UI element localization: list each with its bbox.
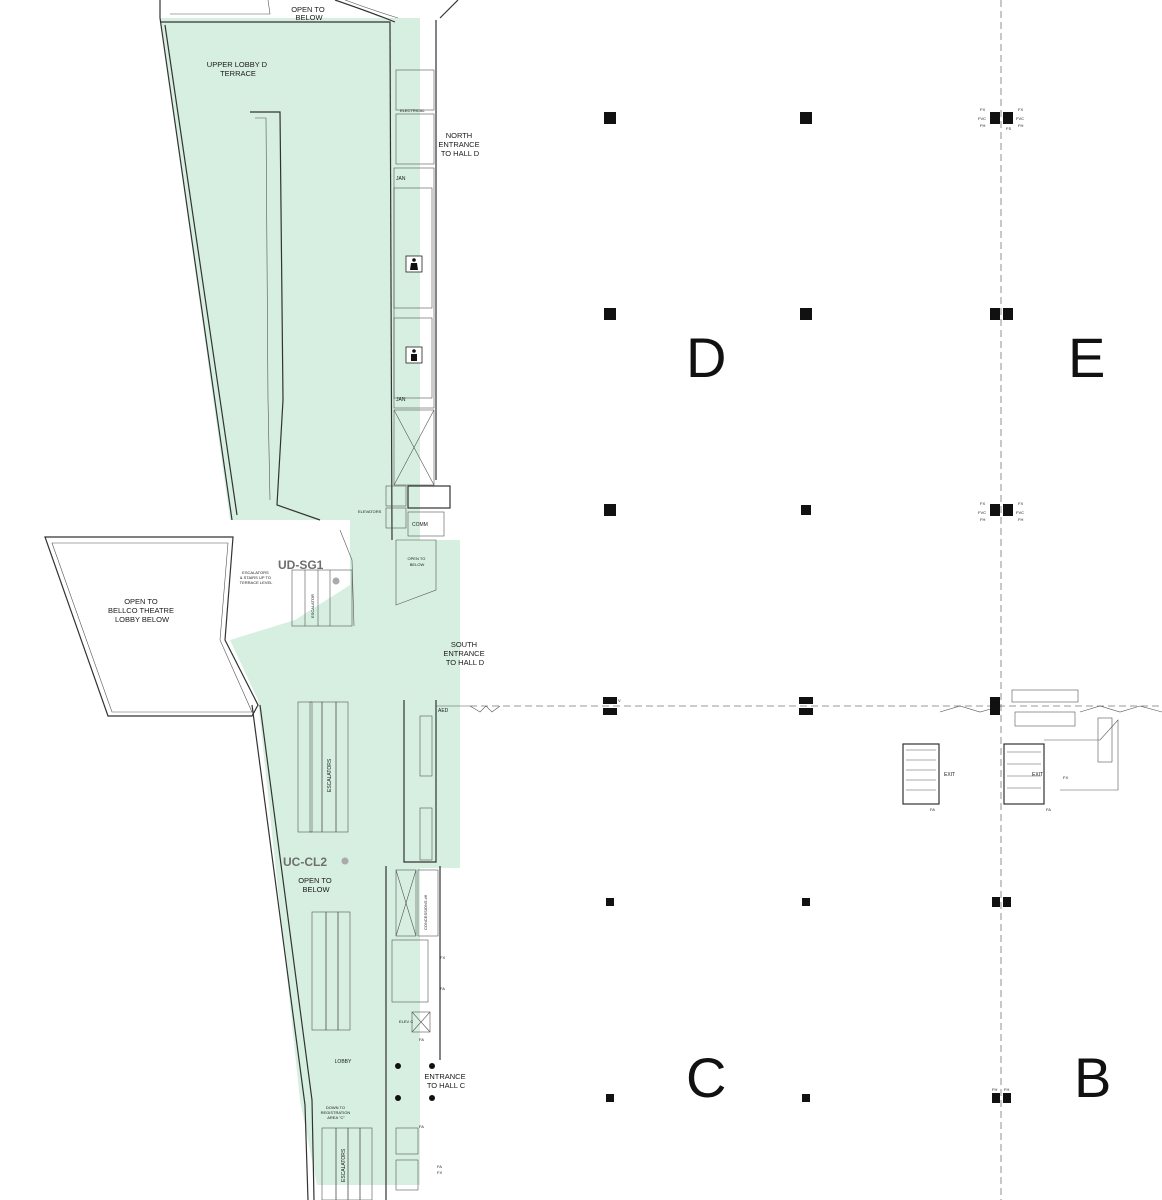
- svg-text:FA: FA: [930, 807, 935, 812]
- svg-text:FX: FX: [1018, 107, 1023, 112]
- svg-text:V: V: [618, 698, 621, 703]
- svg-text:FX: FX: [980, 107, 985, 112]
- comm-room-label: COMM: [412, 522, 428, 528]
- column: [1003, 112, 1013, 124]
- elev-c-label: ELEV C: [399, 1019, 413, 1024]
- electrical-room-label: ELECTRICAL: [400, 108, 425, 113]
- svg-text:FVC: FVC: [1016, 116, 1024, 121]
- escalators-mid-label: ESCALATORS: [327, 758, 333, 792]
- column: [801, 505, 811, 515]
- column: [799, 697, 813, 704]
- south-entrance-hall-d-label: SOUTH ENTRANCE TO HALL D: [443, 640, 486, 667]
- down-to-registration-label: DOWN TO REGISTRATION AREA "C": [321, 1105, 352, 1120]
- column: [990, 697, 1000, 715]
- column: [604, 504, 616, 516]
- column: [1003, 1093, 1011, 1103]
- column-round: [395, 1063, 401, 1069]
- column: [1003, 504, 1013, 516]
- escalators-bottom-label: ESCALATORS: [341, 1148, 347, 1182]
- hall-label-b: B: [1074, 1046, 1111, 1109]
- svg-text:FH: FH: [1004, 1087, 1009, 1092]
- upper-lobby-zone: [160, 18, 460, 1185]
- svg-text:FX: FX: [980, 501, 985, 506]
- svg-text:FX: FX: [1063, 775, 1068, 780]
- exit-label-right: EXIT: [1032, 772, 1043, 778]
- svg-text:FX: FX: [440, 955, 445, 960]
- concessions-label: CONCESSIONS #6: [423, 894, 428, 930]
- aed-label: AED: [438, 708, 449, 714]
- svg-text:FA: FA: [440, 986, 445, 991]
- location-code-uc-cl2: UC-CL2: [283, 855, 327, 869]
- upper-lobby-terrace-label: UPPER LOBBY D TERRACE: [207, 60, 269, 78]
- restroom-women-icon: [405, 255, 423, 273]
- open-to-below-mid-label: OPEN TO BELOW: [298, 876, 334, 894]
- svg-text:FA: FA: [1046, 807, 1051, 812]
- column: [802, 1094, 810, 1102]
- svg-text:FA: FA: [419, 1124, 424, 1129]
- escalators-stairs-note: ESCALATORS & STAIRS UP TO TERRACE LEVEL: [240, 570, 273, 585]
- column: [606, 898, 614, 906]
- survey-point-marker: [332, 577, 340, 585]
- column-round: [429, 1095, 435, 1101]
- column: [800, 308, 812, 320]
- column-round: [429, 1063, 435, 1069]
- svg-text:FVC: FVC: [978, 510, 986, 515]
- north-entrance-hall-d-label: NORTH ENTRANCE TO HALL D: [438, 131, 481, 158]
- open-to-bellco-label: OPEN TO BELLCO THEATRE LOBBY BELOW: [108, 597, 176, 624]
- column: [1003, 308, 1013, 320]
- open-to-below-small-label: OPEN TO BELOW: [408, 556, 427, 567]
- exit-label-left: EXIT: [944, 772, 955, 778]
- column: [992, 897, 1000, 907]
- jan-room-label-top: JAN: [396, 176, 406, 182]
- svg-text:FA: FA: [437, 1164, 442, 1169]
- column: [603, 708, 617, 715]
- fire-equipment-labels: FX FVC FH FX FVC FH FS FX FVC FH FX FVC …: [419, 107, 1068, 1175]
- svg-text:FX: FX: [1018, 501, 1023, 506]
- svg-text:FH: FH: [980, 123, 985, 128]
- hall-label-d: D: [686, 326, 726, 389]
- svg-text:FH: FH: [1018, 123, 1023, 128]
- jan-room-label-bottom: JAN: [396, 397, 406, 403]
- survey-point-marker: [341, 857, 349, 865]
- restroom-men-icon: [405, 346, 423, 364]
- column: [802, 898, 810, 906]
- building-walls: [44, 0, 1162, 1200]
- svg-text:FH: FH: [992, 1087, 997, 1092]
- svg-text:FVC: FVC: [978, 116, 986, 121]
- column: [799, 708, 813, 715]
- hall-label-c: C: [686, 1046, 726, 1109]
- column: [604, 308, 616, 320]
- entrance-hall-c-label: ENTRANCE TO HALL C: [424, 1072, 467, 1090]
- svg-text:FH: FH: [980, 517, 985, 522]
- svg-text:FH: FH: [1018, 517, 1023, 522]
- hall-label-e: E: [1068, 326, 1105, 389]
- column: [990, 308, 1000, 320]
- svg-text:FA: FA: [419, 1037, 424, 1042]
- column: [604, 112, 616, 124]
- svg-text:FS: FS: [1006, 126, 1011, 131]
- escalator-upper-label: ESCALATOR: [310, 594, 315, 618]
- column-round: [395, 1095, 401, 1101]
- svg-text:FVC: FVC: [1016, 510, 1024, 515]
- column: [606, 1094, 614, 1102]
- column: [800, 112, 812, 124]
- lobby-label: LOBBY: [335, 1059, 352, 1065]
- column: [990, 504, 1000, 516]
- column: [990, 112, 1000, 124]
- open-to-below-top-label: OPEN TO BELOW: [291, 5, 327, 22]
- column: [603, 697, 617, 704]
- column: [992, 1093, 1000, 1103]
- location-code-ud-sg1: UD-SG1: [278, 558, 324, 572]
- highlight-zone: [160, 18, 460, 1185]
- structural-columns: [395, 112, 1013, 1103]
- svg-text:FX: FX: [437, 1170, 442, 1175]
- column: [1003, 897, 1011, 907]
- elevators-label: ELEVATORS: [358, 509, 382, 514]
